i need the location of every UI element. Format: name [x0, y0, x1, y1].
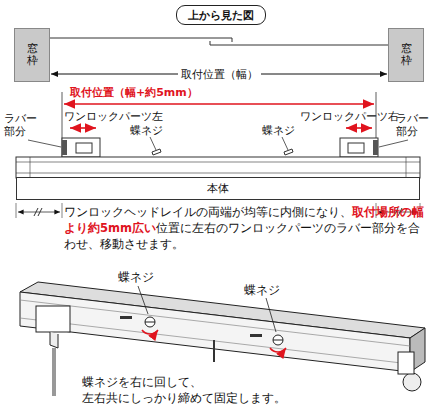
explanation-text: ワンロックヘッドレイルの両端が均等に内側になり、取付場所の幅より約5mm広い位置…	[64, 204, 430, 252]
window-frame: 窓枠	[14, 28, 50, 82]
part-label: 蝶ネジ	[262, 124, 295, 137]
note-text: 蝶ネジを右に回して、	[82, 375, 202, 390]
part-label: ワンロックパーツ左	[64, 110, 163, 123]
explanation-text: ワンロックヘッドレイルの両端が均等に内側になり、	[64, 205, 352, 219]
part-label: 蝶ネジ	[118, 270, 154, 285]
note-text: 左右共にしっかり締めて固定します。	[82, 391, 286, 406]
node-text: 窓枠	[27, 43, 38, 67]
node-text: 上から見た図	[188, 8, 254, 23]
part-label: ラバー部分	[396, 112, 432, 138]
window-frame: 窓枠	[388, 28, 424, 82]
node-text: 本体	[207, 181, 229, 196]
part-label: ワンロックパーツ右	[300, 110, 399, 123]
dimension-label: 取付位置（幅）	[178, 68, 261, 81]
rail-body: 本体	[16, 177, 420, 200]
node-text: 窓枠	[401, 43, 412, 67]
part-label: 蝶ネジ	[244, 283, 280, 298]
part-label: 蝶ネジ	[130, 124, 163, 137]
view-title-box: 上から見た図	[176, 5, 266, 25]
part-label: ラバー部分	[4, 112, 40, 138]
dimension-label: 取付位置（幅+約5mm）	[70, 86, 198, 100]
